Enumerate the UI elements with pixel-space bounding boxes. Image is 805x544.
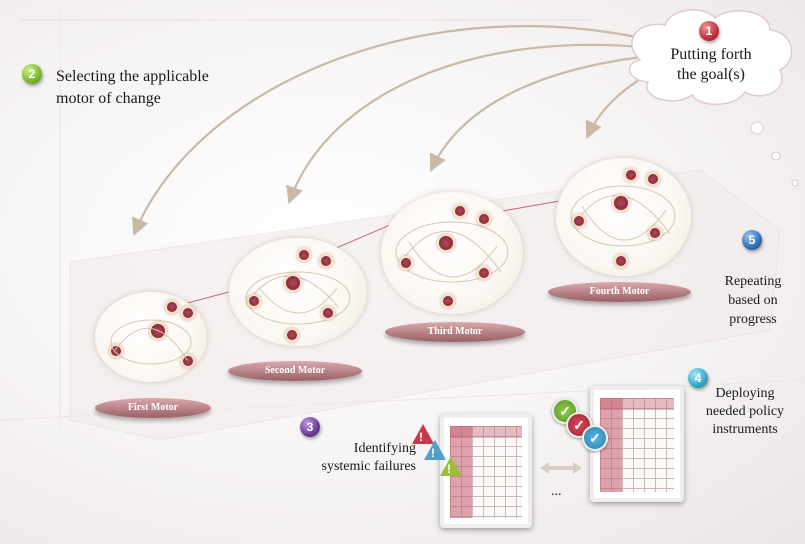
warning-icon: ! <box>440 456 462 476</box>
check-icon: ✓ <box>582 425 608 451</box>
ellipsis: ... <box>551 484 562 499</box>
step-4-label-line1: Deploying <box>715 386 775 401</box>
step-1-label: Putting forth the goal(s) <box>656 45 766 85</box>
arrow-to-third-motor <box>429 54 651 172</box>
step-4-label: Deploying needed policy instruments <box>690 385 800 439</box>
arrow-to-second-motor <box>286 43 651 205</box>
step-3-label-line2: systemic failures <box>321 459 416 474</box>
step-4-label-line3: instruments <box>712 422 778 437</box>
step-5-label-line1: Repeating <box>724 274 782 289</box>
step-5-number: 5 <box>742 230 762 250</box>
third-motor-network <box>381 192 523 314</box>
step-3-label: Identifying systemic failures <box>306 440 416 476</box>
step-5-label-line2: based on <box>728 293 778 308</box>
first-motor-label: First Motor <box>95 398 211 418</box>
step-2-label-line2: motor of change <box>56 90 161 107</box>
step-4-label-line2: needed policy <box>705 404 785 419</box>
step-3-label-line1: Identifying <box>353 441 416 456</box>
step-5-label-line3: progress <box>729 312 777 327</box>
step-5-label: Repeating based on progress <box>708 272 798 329</box>
check-icon: ✓ <box>552 398 578 424</box>
second-motor-label: Second Motor <box>228 361 362 381</box>
step-2-label-line1: Selecting the applicable <box>56 68 209 85</box>
step-4-number: 4 <box>688 368 708 388</box>
step-2-label: Selecting the applicable motor of change <box>56 66 209 110</box>
warning-icon: ! <box>412 424 434 444</box>
step-2-number: 2 <box>22 64 42 84</box>
warning-icon: ! <box>424 440 446 460</box>
step-1-label-line1: Putting forth <box>670 46 752 63</box>
fourth-motor-network <box>556 158 691 276</box>
arrow-to-first-motor <box>132 25 651 237</box>
first-motor-network <box>95 292 207 382</box>
policy-instruments-table <box>590 386 684 502</box>
step-1-label-line2: the goal(s) <box>677 66 745 83</box>
step-3-number: 3 <box>300 417 320 437</box>
third-motor-label: Third Motor <box>385 322 525 342</box>
fourth-motor-label: Fourth Motor <box>548 282 691 302</box>
second-motor-network <box>229 238 367 346</box>
goal-cloud <box>629 9 793 106</box>
step-1-number: 1 <box>699 21 719 41</box>
